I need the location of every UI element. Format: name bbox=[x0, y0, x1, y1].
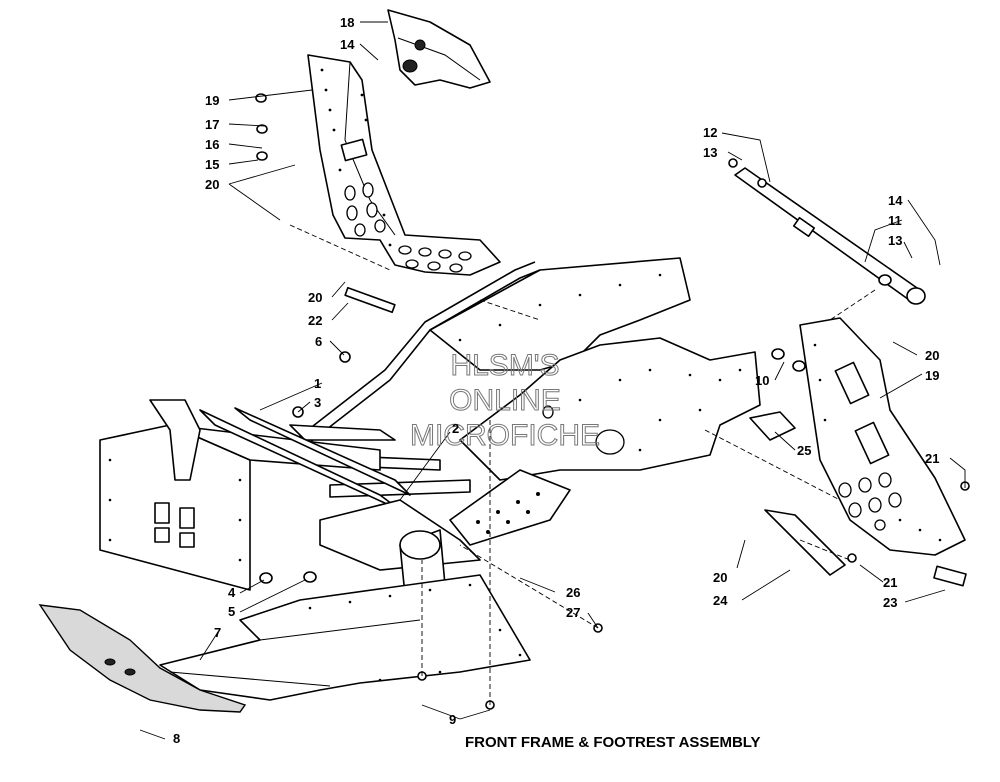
left-footrest bbox=[307, 54, 501, 276]
watermark-line-2: ONLINE bbox=[449, 384, 561, 417]
callout-4: 4 bbox=[228, 585, 236, 600]
callout-5: 5 bbox=[228, 604, 235, 619]
callout-20: 20 bbox=[205, 177, 219, 192]
callout-21: 21 bbox=[925, 451, 939, 466]
callout-9: 9 bbox=[449, 712, 456, 727]
callout-13: 13 bbox=[703, 145, 717, 160]
right-footrest bbox=[799, 317, 966, 556]
callout-20: 20 bbox=[713, 570, 727, 585]
callout-14: 14 bbox=[888, 193, 903, 208]
callout-1: 1 bbox=[314, 376, 321, 391]
callout-17: 17 bbox=[205, 117, 219, 132]
watermark-line-3: MICROFICHE bbox=[410, 419, 600, 452]
diagram-title: FRONT FRAME & FOOTREST ASSEMBLY bbox=[465, 734, 761, 751]
steering-shaft bbox=[734, 167, 926, 305]
callout-19: 19 bbox=[205, 93, 219, 108]
callout-15: 15 bbox=[205, 157, 219, 172]
callout-16: 16 bbox=[205, 137, 219, 152]
callout-19: 19 bbox=[925, 368, 939, 383]
callout-25: 25 bbox=[797, 443, 811, 458]
callout-3: 3 bbox=[314, 395, 321, 410]
front-frame bbox=[99, 257, 761, 596]
callout-23: 23 bbox=[883, 595, 897, 610]
watermark-line-1: HLSM'S bbox=[450, 349, 559, 382]
callout-12: 12 bbox=[703, 125, 717, 140]
hand-guard-part bbox=[387, 9, 491, 89]
assembly-lines bbox=[289, 224, 876, 705]
callout-27: 27 bbox=[566, 605, 580, 620]
callout-6: 6 bbox=[315, 334, 322, 349]
small-parts bbox=[255, 93, 970, 710]
callout-24: 24 bbox=[713, 593, 728, 608]
callout-7: 7 bbox=[214, 625, 221, 640]
callout-18: 18 bbox=[340, 15, 354, 30]
callout-11: 11 bbox=[888, 213, 902, 228]
callout-10: 10 bbox=[755, 373, 769, 388]
skid-plate bbox=[38, 604, 247, 713]
callout-21: 21 bbox=[883, 575, 897, 590]
belly-pan bbox=[159, 574, 531, 701]
callout-8: 8 bbox=[173, 731, 180, 746]
callout-labels: 18 14 19 17 16 15 20 20 22 6 1 3 2 4 5 7… bbox=[173, 15, 939, 746]
callout-14: 14 bbox=[340, 37, 355, 52]
callout-2: 2 bbox=[452, 421, 459, 436]
callout-20: 20 bbox=[308, 290, 322, 305]
leader-lines bbox=[139, 21, 966, 740]
callout-26: 26 bbox=[566, 585, 580, 600]
callout-20: 20 bbox=[925, 348, 939, 363]
callout-13: 13 bbox=[888, 233, 902, 248]
watermark: HLSM'S ONLINE MICROFICHE bbox=[410, 349, 601, 453]
callout-22: 22 bbox=[308, 313, 322, 328]
